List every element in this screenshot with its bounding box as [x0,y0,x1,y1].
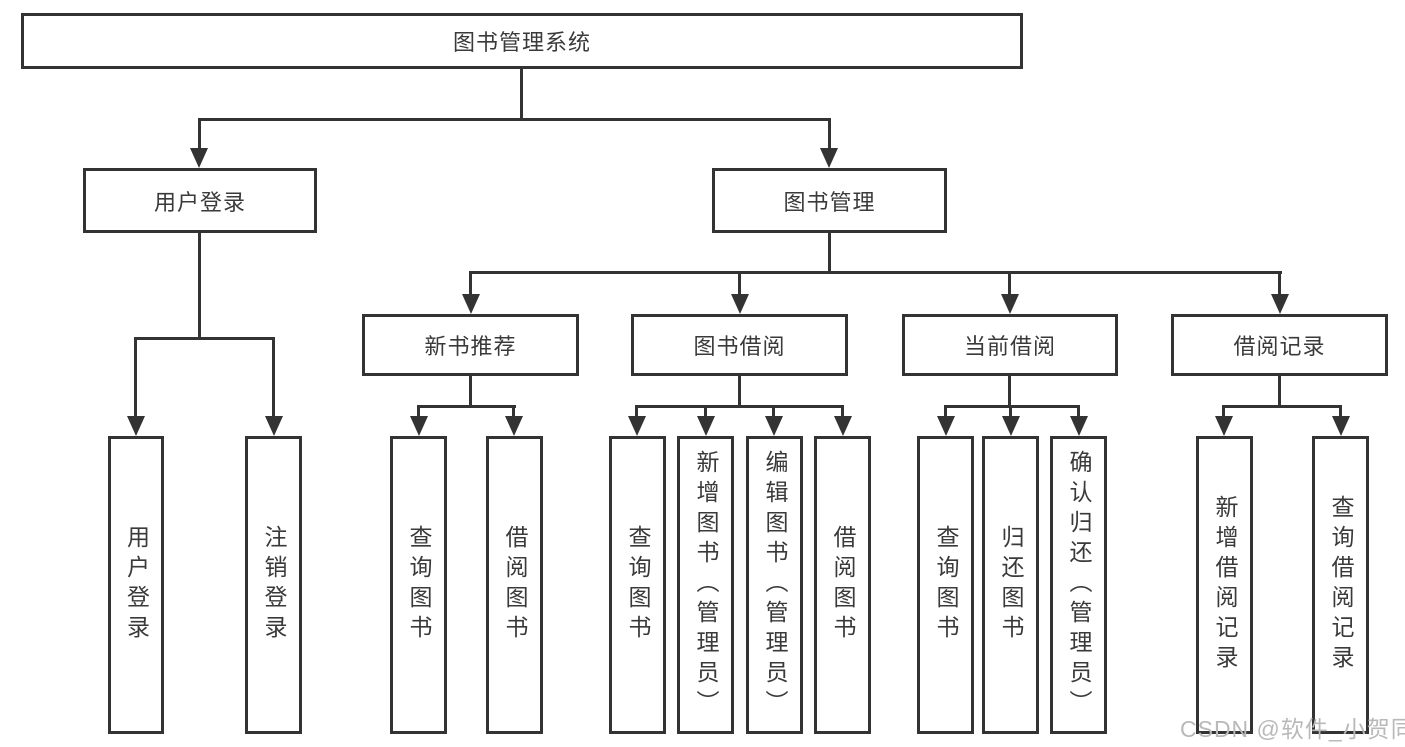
arrowhead-leaf [1070,416,1088,436]
leaf-logout: 注销登录 [245,436,302,734]
connector-to-book-borrow [738,271,741,296]
node-borrow-records: 借阅记录 [1171,314,1388,376]
leaf-query-books-recommend: 查询图书 [390,436,447,734]
connector-leaf-stem [1077,405,1080,419]
node-book-borrowing: 图书借阅 [631,314,848,376]
node-current-borrowing: 当前借阅 [902,314,1118,376]
node-new-book-recommend: 新书推荐 [362,314,579,376]
connector-root-rail [198,118,831,121]
connector-to-new-book [469,271,472,296]
arrowhead-leaf [1332,416,1350,436]
node-label: 确认归还（管理员） [1066,450,1092,720]
connector-current-borrow-stem [1008,376,1011,408]
leaf-add-borrow-record: 新增借阅记录 [1196,436,1253,734]
arrowhead-current-borrow [1001,294,1019,314]
connector-root-stem [520,69,523,121]
connector-leaf-stem [635,405,638,419]
connector-leaf-stem [704,405,707,419]
connector-borrow-records-stem [1278,376,1281,408]
node-label: 查询图书 [625,525,651,645]
node-label: 借阅图书 [830,525,856,645]
leaf-query-books-current: 查询图书 [917,436,974,734]
connector-user-login-rail [134,337,275,340]
arrowhead-leaf [765,416,783,436]
connector-to-book-mgmt [828,118,831,152]
leaf-borrow-books-recommend: 借阅图书 [486,436,543,734]
node-label: 用户登录 [153,189,246,215]
leaf-query-borrow-record: 查询借阅记录 [1312,436,1369,734]
connector-user-login-stem [198,233,201,340]
connector-to-user-login [198,118,201,152]
node-label: 新增图书（管理员） [693,450,719,720]
node-book-management: 图书管理 [712,168,947,233]
leaf-edit-books-admin: 编辑图书（管理员） [746,436,803,734]
connector-to-leaf-logout [272,337,275,419]
arrowhead-leaf [1002,416,1020,436]
connector-book-borrow-stem [738,376,741,408]
node-label: 注销登录 [261,525,287,645]
connector-to-borrow-records [1278,271,1281,296]
arrowhead-leaf-logout [265,416,283,436]
connector-leaf-stem [944,405,947,419]
connector-to-leaf-login [134,337,137,419]
node-label: 图书管理 [783,189,876,215]
leaf-user-login: 用户登录 [108,436,164,734]
node-label: 图书管理系统 [452,30,591,55]
arrowhead-leaf [628,416,646,436]
arrowhead-new-book [462,294,480,314]
node-label: 借阅图书 [502,525,528,645]
connector-leaf-stem [1009,405,1012,419]
arrowhead-leaf [505,416,523,436]
node-label: 新书推荐 [424,334,517,359]
leaf-query-books-borrowing: 查询图书 [609,436,666,734]
arrowhead-leaf-login [127,416,145,436]
node-label: 图书借阅 [693,334,786,359]
node-label: 归还图书 [998,525,1024,645]
node-label: 查询图书 [933,525,959,645]
node-label: 编辑图书（管理员） [762,450,788,720]
node-label: 新增借阅记录 [1212,495,1238,675]
arrowhead-user-login [190,148,208,168]
arrowhead-leaf [410,416,428,436]
node-label: 用户登录 [123,525,150,645]
node-user-login: 用户登录 [83,168,317,233]
node-label: 查询图书 [406,525,432,645]
connector-current-borrow-rail [944,405,1080,408]
arrowhead-book-borrow [731,294,749,314]
connector-leaf-stem [841,405,844,419]
connector-book-mgmt-rail [469,271,1282,274]
node-label: 当前借阅 [963,334,1056,359]
arrowhead-leaf [937,416,955,436]
arrowhead-leaf [834,416,852,436]
arrowhead-leaf [1215,416,1233,436]
connector-leaf-stem [1339,405,1342,419]
watermark: CSDN @软件_小贺同学 [1180,716,1405,742]
connector-leaf-stem [512,405,515,419]
node-label: 借阅记录 [1233,334,1326,359]
node-label: 查询借阅记录 [1328,495,1354,675]
connector-new-book-stem [469,376,472,408]
node-root-library-system: 图书管理系统 [21,13,1023,69]
connector-leaf-stem [417,405,420,419]
connector-book-borrow-rail [635,405,844,408]
leaf-add-books-admin: 新增图书（管理员） [677,436,734,734]
arrowhead-borrow-records [1271,294,1289,314]
arrowhead-book-mgmt [820,148,838,168]
leaf-borrow-books-borrowing: 借阅图书 [814,436,871,734]
arrowhead-leaf [697,416,715,436]
connector-leaf-stem [1222,405,1225,419]
connector-new-book-rail [417,405,516,408]
connector-book-mgmt-stem [828,233,831,274]
connector-leaf-stem [772,405,775,419]
connector-to-current-borrow [1008,271,1011,296]
leaf-confirm-return-admin: 确认归还（管理员） [1050,436,1107,734]
connector-borrow-records-rail [1222,405,1342,408]
leaf-return-books: 归还图书 [982,436,1039,734]
